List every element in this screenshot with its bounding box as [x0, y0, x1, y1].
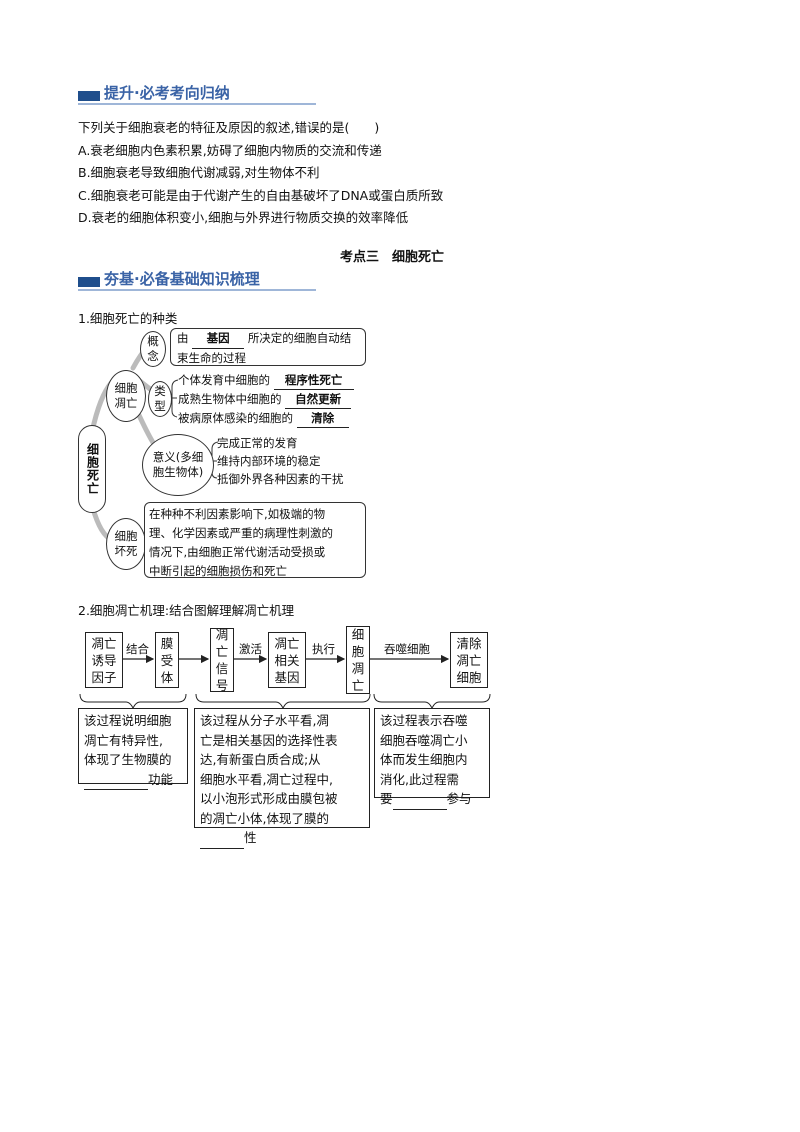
meaning-item: 抵御外界各种因素的干扰 — [217, 472, 344, 486]
note2-tail: 性 — [244, 830, 257, 845]
concept-label: 概念 — [147, 334, 159, 363]
flow-box-apoptosis: 细胞凋亡 — [346, 626, 370, 694]
arrow-label-phagocyte: 吞噬细胞 — [384, 642, 430, 656]
type-pre: 个体发育中细胞的 — [178, 373, 270, 387]
part1-title: 1.细胞死亡的种类 — [78, 311, 178, 326]
concept-line2: 束生命的过程 — [177, 351, 246, 365]
type-item: 成熟生物体中细胞的 自然更新 — [178, 390, 354, 409]
flow-box-clearance: 清除凋亡细胞 — [450, 632, 488, 688]
banner-underline — [78, 103, 316, 105]
note-box-1: 该过程说明细胞 凋亡有特异性, 体现了生物膜的 功能 — [78, 708, 188, 790]
note1-blank — [84, 770, 148, 790]
node-apoptosis: 细胞凋亡 — [106, 370, 146, 422]
option-a: A.衰老细胞内色素积累,妨碍了细胞内物质的交流和传递 — [78, 142, 382, 158]
note-box-3: 该过程表示吞噬 细胞吞噬凋亡小 体而发生细胞内 消化,此过程需 要 参与 — [374, 708, 490, 810]
meaning-item: 维持内部环境的稳定 — [217, 454, 321, 468]
necrosis-line: 理、化学因素或严重的病理性刺激的 — [149, 526, 333, 540]
arrow-label-activate: 激活 — [239, 642, 262, 656]
banner-title: 提升·必考考向归纳 — [104, 84, 230, 102]
note3-line: 细胞吞噬凋亡小 — [380, 732, 468, 748]
note2-line: 以小泡形式形成由膜包被 — [200, 791, 338, 806]
types-list: 个体发育中细胞的 程序性死亡 成熟生物体中细胞的 自然更新 被病原体感染的细胞的… — [178, 371, 354, 428]
type-answer: 清除 — [296, 409, 349, 428]
root-label: 细胞死亡 — [85, 443, 100, 495]
question-block: 下列关于细胞衰老的特征及原因的叙述,错误的是( ) A.衰老细胞内色素积累,妨碍… — [78, 117, 443, 230]
note-box-2: 该过程从分子水平看,凋 亡是相关基因的选择性表 达,有新蛋白质合成;从 细胞水平… — [194, 708, 370, 849]
note1-last: 功能 — [84, 770, 182, 790]
concept-pre: 由 — [177, 331, 189, 345]
note1-line: 该过程说明细胞 — [84, 713, 172, 728]
type-item: 被病原体感染的细胞的 清除 — [178, 409, 354, 428]
node-meaning: 意义(多细胞生物体) — [142, 434, 214, 496]
banner-underline — [78, 289, 316, 291]
necrosis-box: 在种种不利因素影响下,如极端的物 理、化学因素或严重的病理性刺激的 情况下,由细… — [144, 502, 366, 578]
note2-line: 达,有新蛋白质合成;从 — [200, 752, 321, 767]
node-types: 类型 — [148, 381, 172, 417]
option-b: B.细胞衰老导致细胞代谢减弱,对生物体不利 — [78, 165, 320, 180]
banner-improve: 提升·必考考向归纳 — [78, 82, 318, 106]
flow-box-inducer: 凋亡诱导因子 — [85, 632, 123, 688]
node-concept: 概念 — [140, 331, 166, 367]
apoptosis-label: 细胞凋亡 — [114, 381, 138, 410]
note2-blank — [200, 828, 244, 849]
note3-pre: 要 — [380, 791, 393, 806]
part2-title: 2.细胞凋亡机理:结合图解理解凋亡机理 — [78, 603, 295, 618]
root-cell-death: 细胞死亡 — [78, 425, 106, 513]
type-pre: 被病原体感染的细胞的 — [178, 411, 293, 425]
banner-title: 夯基·必备基础知识梳理 — [104, 270, 260, 288]
meaning-label: 意义(多细胞生物体) — [152, 450, 204, 479]
necrosis-line: 情况下,由细胞正常代谢活动受损或 — [149, 545, 326, 559]
necrosis-line: 在种种不利因素影响下,如极端的物 — [149, 507, 326, 521]
note2-line: 的凋亡小体,体现了膜的 — [200, 810, 329, 826]
type-answer: 自然更新 — [285, 390, 352, 409]
flow-box-label: 凋亡信号 — [215, 627, 229, 693]
concept-post: 所决定的细胞自动结 — [247, 331, 352, 345]
note1-line: 体现了生物膜的 — [84, 752, 172, 767]
banner-bar-icon — [78, 91, 100, 101]
note3-line: 该过程表示吞噬 — [380, 713, 468, 728]
concept-box: 由 基因 所决定的细胞自动结 束生命的过程 — [170, 328, 366, 366]
note3-last: 要 参与 — [380, 789, 484, 810]
types-label: 类型 — [154, 384, 166, 413]
flow-box-label: 凋亡诱导因子 — [91, 635, 117, 685]
flow-box-label: 膜受体 — [160, 635, 174, 685]
note1-line: 凋亡有特异性, — [84, 732, 163, 748]
meaning-list: 完成正常的发育 维持内部环境的稳定 抵御外界各种因素的干扰 — [217, 434, 344, 488]
flow-box-genes: 凋亡相关基因 — [268, 632, 306, 688]
option-d: D.衰老的细胞体积变小,细胞与外界进行物质交换的效率降低 — [78, 210, 409, 225]
note2-line: 细胞水平看,凋亡过程中, — [200, 771, 333, 787]
note2-line: 亡是相关基因的选择性表 — [200, 732, 338, 748]
type-pre: 成熟生物体中细胞的 — [178, 392, 282, 406]
note2-line: 该过程从分子水平看,凋 — [200, 713, 329, 728]
note3-line: 体而发生细胞内 — [380, 752, 468, 767]
option-c: C.细胞衰老可能是由于代谢产生的自由基破坏了DNA或蛋白质所致 — [78, 187, 444, 203]
meaning-item: 完成正常的发育 — [217, 436, 298, 450]
flow-box-label: 细胞凋亡 — [351, 627, 365, 693]
flow-box-label: 凋亡相关基因 — [274, 635, 300, 685]
type-answer: 程序性死亡 — [273, 371, 354, 390]
flow-box-signal: 凋亡信号 — [210, 627, 234, 693]
flow-box-label: 清除凋亡细胞 — [456, 635, 482, 685]
section-heading: 考点三 细胞死亡 — [340, 250, 445, 265]
note3-tail: 参与 — [446, 791, 472, 806]
concept-line1: 由 基因 所决定的细胞自动结 — [177, 329, 365, 349]
necrosis-line: 中断引起的细胞损伤和死亡 — [149, 564, 287, 578]
banner-bar-icon — [78, 277, 100, 287]
arrow-label-bind: 结合 — [126, 642, 149, 656]
type-item: 个体发育中细胞的 程序性死亡 — [178, 371, 354, 390]
note3-line: 消化,此过程需 — [380, 771, 459, 787]
part2-arrows — [79, 654, 491, 710]
arrow-label-execute: 执行 — [312, 642, 335, 656]
node-necrosis: 细胞坏死 — [106, 518, 146, 570]
note3-blank — [392, 789, 447, 810]
note2-last: 性 — [200, 828, 364, 849]
flow-box-receptor: 膜受体 — [155, 632, 179, 688]
necrosis-label: 细胞坏死 — [114, 529, 138, 558]
note1-tail: 功能 — [148, 771, 174, 787]
concept-answer: 基因 — [192, 329, 245, 349]
banner-foundation: 夯基·必备基础知识梳理 — [78, 268, 318, 292]
question-stem: 下列关于细胞衰老的特征及原因的叙述,错误的是( ) — [78, 120, 380, 135]
